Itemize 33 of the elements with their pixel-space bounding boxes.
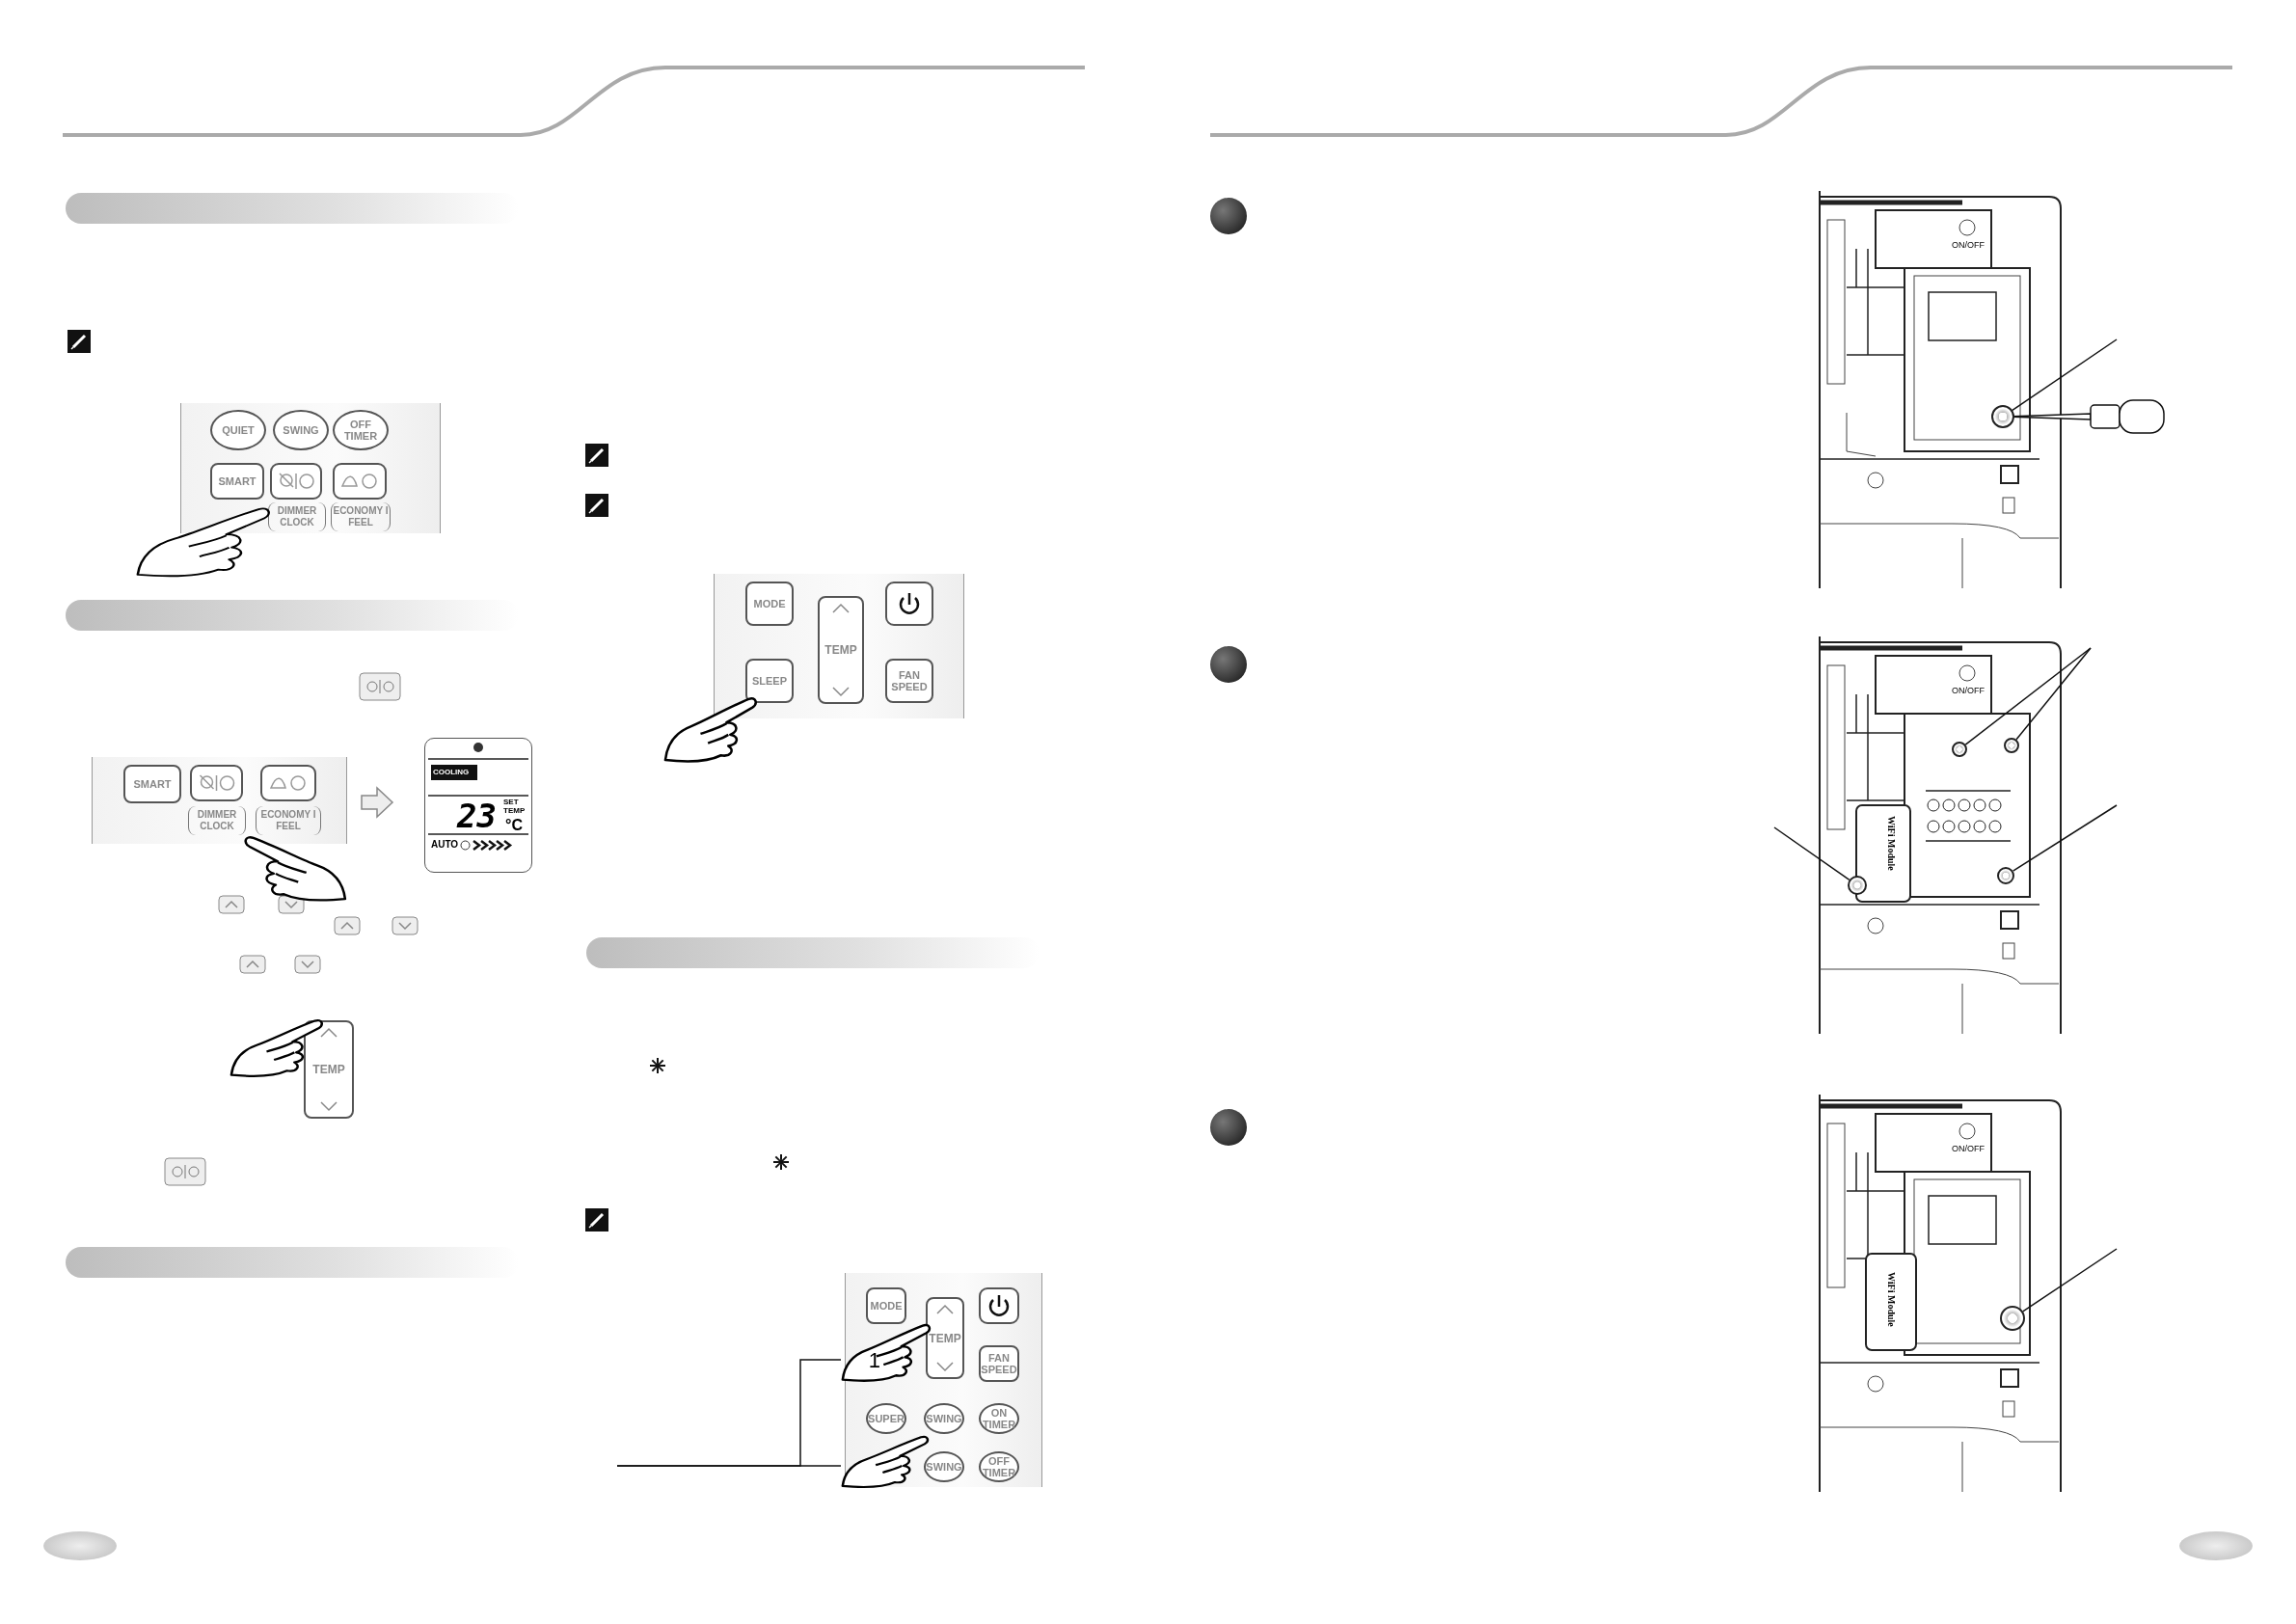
remote-button: SMART (123, 765, 181, 803)
temperature-readout: 23 (457, 798, 498, 833)
remote-button: TEMP (304, 1020, 354, 1119)
lcd-text: °C (505, 817, 524, 832)
leader-line (616, 1465, 842, 1467)
part-label: WiFi Module (1884, 814, 1898, 873)
remote-button: SLEEP (745, 659, 794, 703)
button-caption: ECONOMY I FEEL (256, 806, 321, 835)
remote-button: FAN SPEED (885, 659, 933, 703)
part-label: WiFi Module (1884, 1271, 1898, 1329)
button-caption: ECONOMY I FEEL (331, 502, 391, 531)
button-caption: DIMMER CLOCK (188, 806, 246, 835)
part-label: ON/OFF (1951, 1144, 1985, 1155)
button-caption: DIMMER CLOCK (268, 502, 326, 531)
remote-button: MODE (745, 582, 794, 626)
mode-indicator: COOLING (431, 765, 477, 780)
leader-line (1964, 647, 2092, 745)
screw (1848, 876, 1867, 895)
remote-button: TEMP (818, 596, 864, 704)
part-label: ON/OFF (1951, 686, 1985, 697)
lcd-text: AUTO (431, 839, 460, 852)
remote-button: TEMP (926, 1297, 964, 1379)
leader-line (2015, 647, 2092, 741)
leader-line (2022, 1248, 2118, 1313)
callout-number: 1 (868, 1348, 881, 1374)
remote-button: FAN SPEED (979, 1345, 1019, 1382)
part-label: ON/OFF (1951, 240, 1985, 252)
leader-line (2012, 338, 2118, 412)
remote-button: SMART (210, 463, 264, 500)
leader-line (1773, 826, 1850, 881)
remote-button: MODE (866, 1287, 906, 1324)
lcd-text: SET TEMP (503, 798, 527, 817)
leader-line (2012, 804, 2118, 872)
